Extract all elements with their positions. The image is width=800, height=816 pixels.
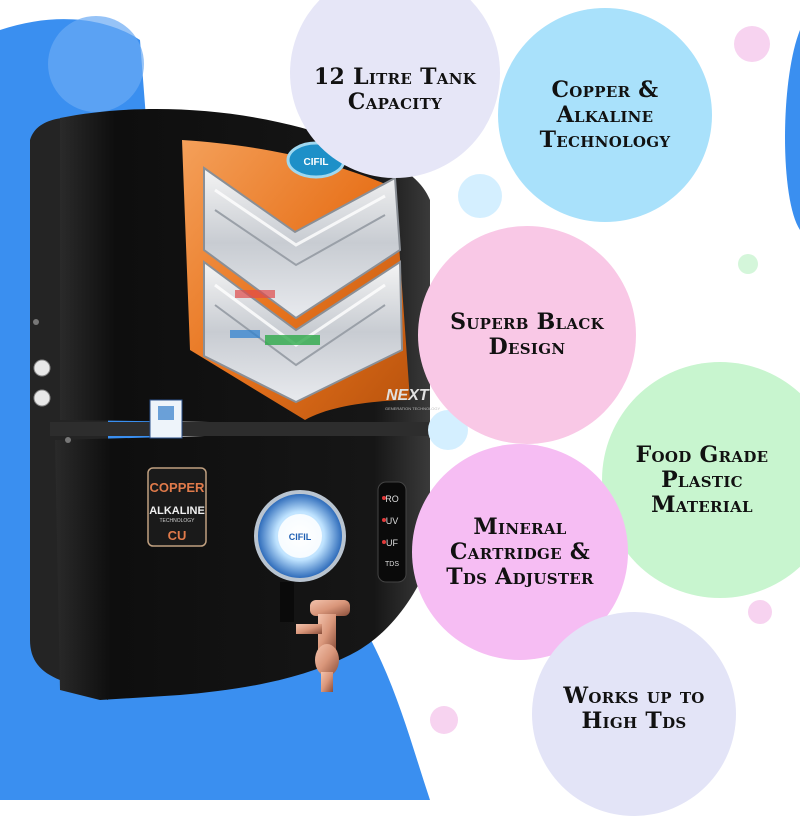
dot-blue-mid: [458, 174, 502, 218]
feature-design-line1: Superb Black: [450, 309, 604, 335]
feature-tank-capacity: 12 Litre Tank Capacity: [290, 0, 500, 178]
feature-mineral-line2: Cartridge &: [449, 538, 591, 565]
stage-uf: UF: [386, 538, 398, 548]
dot-pink-right: [748, 600, 772, 624]
dot-pink-low: [430, 706, 458, 734]
feature-black-design: Superb Black Design: [418, 226, 636, 444]
feature-food-line2: Plastic: [661, 466, 743, 493]
seal-center-text: CIFIL: [289, 532, 312, 542]
feature-mineral-line3: Tds Adjuster: [446, 563, 594, 590]
feature-tds-line1: Works up to: [563, 683, 705, 709]
blue-blob-right: [785, 30, 800, 230]
next-logo: NEXT: [386, 387, 430, 404]
feature-copper-alkaline: Copper & Alkaline Technology: [498, 8, 712, 222]
next-subtitle: GENERATION TECHNOLOGY: [385, 406, 441, 411]
feature-tds-line2: High Tds: [581, 708, 687, 734]
stage-tds: TDS: [385, 561, 399, 568]
blue-circle-left: [48, 16, 144, 112]
cu-label: CU: [168, 528, 187, 543]
feature-food-line3: Material: [651, 491, 753, 518]
alkaline-label: ALKALINE: [149, 505, 205, 517]
feature-copper-line3: Technology: [539, 126, 671, 153]
top-badge-text: CIFIL: [304, 157, 329, 168]
stage-uv: UV: [386, 516, 399, 526]
feature-tank-line2: Capacity: [347, 89, 443, 115]
copper-label: COPPER: [150, 480, 206, 495]
alkaline-sub: TECHNOLOGY: [159, 518, 195, 524]
copper-tap: [280, 582, 350, 692]
feature-food-line1: Food Grade: [635, 441, 769, 468]
feature-copper-line1: Copper &: [551, 76, 659, 103]
feature-design-line2: Design: [488, 334, 566, 360]
dot-pink-top: [734, 26, 770, 62]
feature-mineral-line1: Mineral: [473, 513, 567, 540]
stage-ro: RO: [385, 494, 399, 504]
feature-food-grade: Food Grade Plastic Material: [602, 362, 800, 598]
feature-copper-line2: Alkaline: [556, 101, 654, 128]
water-purifier: CIFIL NEXT GENERATION TECHNOLOGY COPPER …: [30, 109, 441, 700]
feature-high-tds: Works up to High Tds: [532, 612, 736, 816]
dot-green-mid: [738, 254, 758, 274]
feature-tank-line1: 12 Litre Tank: [313, 64, 477, 90]
